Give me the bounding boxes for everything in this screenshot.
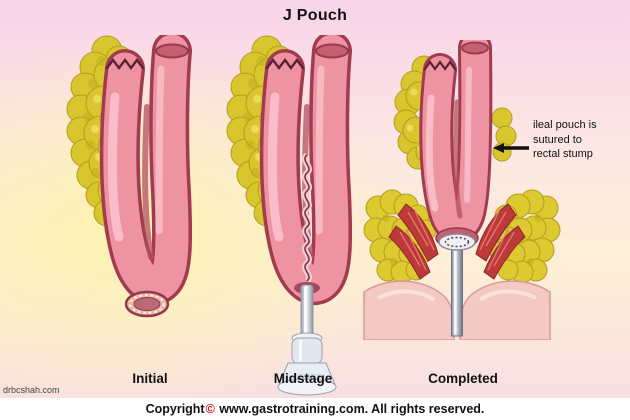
cut-bowel-end: [461, 41, 489, 55]
staple-line-blind-end: [265, 58, 305, 70]
stage-label-completed: Completed: [428, 371, 498, 386]
midstage-illustration: [226, 35, 353, 396]
cut-bowel-end: [315, 43, 349, 59]
stapled-opening: [124, 290, 170, 318]
completed-illustration: [363, 40, 561, 340]
cut-bowel-end: [155, 43, 189, 59]
rectal-stump-anastomosis: [435, 227, 479, 337]
j-pouch-bowel: [99, 35, 193, 306]
circular-staple-ring: [444, 236, 470, 248]
page-title: J Pouch: [282, 7, 348, 24]
left-arrow-icon: [493, 143, 529, 153]
copyright-text-post: www.gastrotraining.com. All rights reser…: [215, 402, 485, 416]
staple-line-blind-end: [105, 58, 145, 70]
copyright-symbol: ©: [205, 402, 215, 416]
annotation-line: sutured to: [533, 133, 582, 146]
stage-label-midstage: Midstage: [273, 371, 333, 386]
watermark-drbcshah: drbcshah.com: [3, 385, 60, 395]
j-pouch-bowel: [419, 40, 493, 244]
annotation-ileal-pouch: ileal pouch is sutured to rectal stump: [533, 118, 629, 162]
initial-illustration: [66, 35, 193, 318]
copyright-text-pre: Copyright: [145, 402, 205, 416]
levator-muscles: [388, 203, 526, 280]
stapler-anvil: [438, 233, 476, 251]
copyright-bar: Copyright© www.gastrotraining.com. All r…: [0, 398, 630, 420]
stapler-rod: [451, 241, 463, 337]
surgical-stapler: [277, 282, 337, 396]
staple-line-blind-end: [423, 60, 457, 71]
perineal-skin: [363, 280, 551, 340]
annotation-line: rectal stump: [533, 148, 593, 160]
stage-label-initial: Initial: [132, 371, 168, 386]
annotation-line: ileal pouch is: [533, 119, 597, 131]
internal-staple-line: [302, 152, 312, 284]
